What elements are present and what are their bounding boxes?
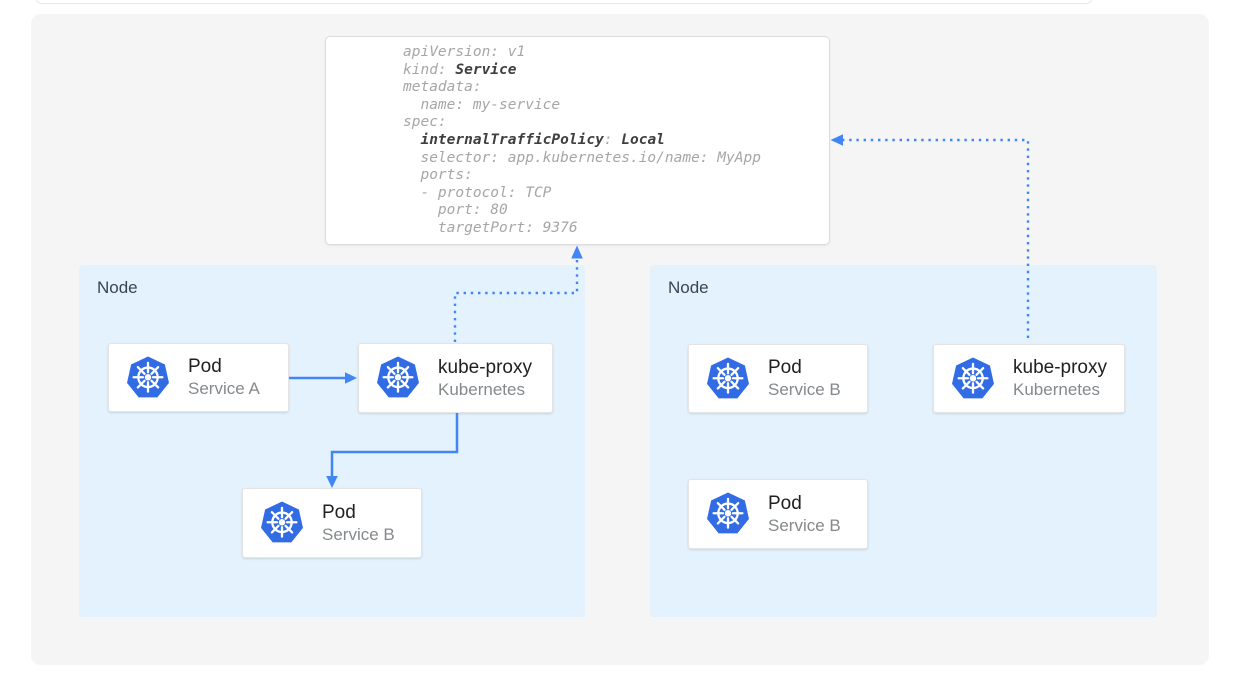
kubernetes-icon [261,501,303,543]
card-pod-service-b-right-top: Pod Service B [688,344,868,413]
yaml-text: name: my-service [403,96,561,113]
yaml-text: : [603,131,622,148]
yaml-text: port: 80 [403,202,508,219]
card-pod-service-a: Pod Service A [108,343,289,412]
yaml-text [403,132,420,148]
yaml-text-bold: Service [455,61,517,78]
card-subtitle: Service B [322,524,395,544]
yaml-line: kind: Service [403,62,829,80]
service-yaml-card: apiVersion: v1 kind: Service metadata: n… [325,36,830,245]
yaml-line: - protocol: TCP [403,185,829,203]
yaml-line: internalTrafficPolicy: Local [403,132,829,150]
kubernetes-icon [707,356,749,398]
card-pod-service-b-left: Pod Service B [242,488,422,558]
yaml-line: metadata: [403,79,829,97]
card-title: Pod [188,356,222,377]
yaml-text: - protocol: TCP [403,184,552,201]
yaml-text-bold: internalTrafficPolicy [420,131,604,148]
node-label: Node [668,278,709,297]
card-title: kube-proxy [438,356,532,378]
card-subtitle: Service A [188,379,260,398]
card-title: Pod [322,501,356,523]
card-kube-proxy-right: kube-proxy Kubernetes [933,344,1125,413]
yaml-line: name: my-service [403,97,829,115]
yaml-text: targetPort: 9376 [403,219,578,236]
yaml-line: spec: [403,114,829,132]
card-subtitle: Service B [768,515,841,535]
card-kube-proxy-left: kube-proxy Kubernetes [358,343,553,413]
yaml-line: targetPort: 9376 [403,220,829,238]
card-title: Pod [768,357,802,378]
card-title: kube-proxy [1013,357,1107,378]
yaml-line: apiVersion: v1 [403,44,829,62]
yaml-text: apiVersion: v1 [403,44,526,60]
kubernetes-icon [127,355,169,397]
yaml-text: spec: [403,114,447,131]
top-card-edge [35,0,1093,4]
yaml-text: selector: app.kubernetes.io/name: MyApp [403,149,761,166]
card-subtitle: Kubernetes [438,379,525,399]
yaml-line: selector: app.kubernetes.io/name: MyApp [403,150,829,168]
yaml-text: ports: [403,167,473,184]
card-title: Pod [768,492,802,514]
node-left: Node [79,265,585,617]
card-pod-service-b-right-bottom: Pod Service B [688,479,868,549]
kubernetes-icon [707,492,749,534]
kubernetes-icon [377,356,419,398]
yaml-line: ports: [403,167,829,185]
card-subtitle: Service B [768,380,841,399]
node-right: Node [650,265,1157,617]
yaml-text: metadata: [403,79,482,96]
card-subtitle: Kubernetes [1013,380,1100,399]
kubernetes-icon [952,356,994,398]
yaml-text-bold: Local [621,131,665,148]
node-label: Node [97,278,138,297]
yaml-text: kind: [403,61,456,78]
yaml-line: port: 80 [403,202,829,220]
